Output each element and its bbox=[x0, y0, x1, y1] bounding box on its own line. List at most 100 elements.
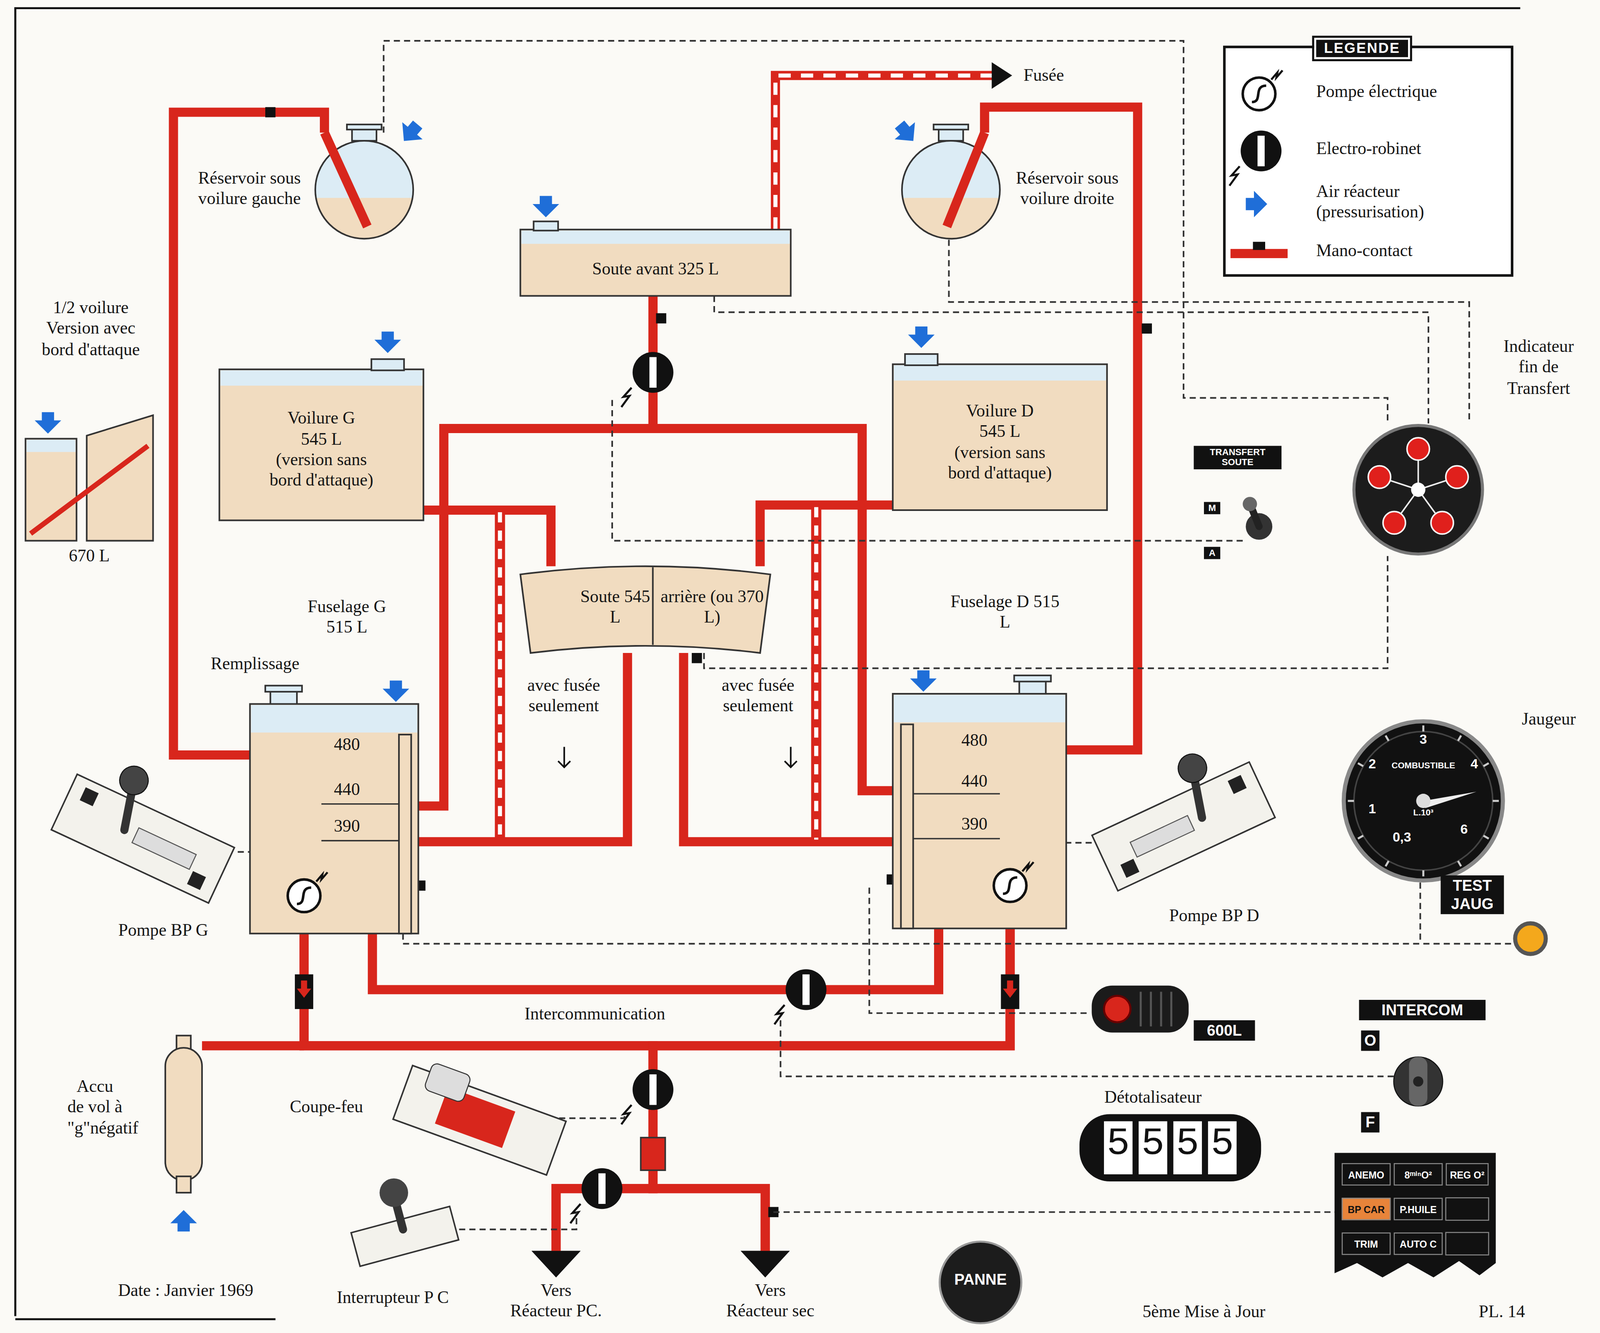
fuel-line bbox=[531, 928, 1010, 1278]
arrow-head bbox=[531, 1251, 581, 1278]
legend-box bbox=[1224, 47, 1513, 276]
wire-path bbox=[704, 555, 1389, 669]
schematic-part bbox=[774, 969, 827, 1025]
pressure-switches bbox=[265, 107, 1152, 1218]
outlet-box: Fusée bbox=[1011, 61, 1076, 90]
pipe-path bbox=[304, 933, 653, 1254]
fuselage-tank: Fuselage D 515 L480440390 bbox=[892, 693, 1067, 929]
fuel-line bbox=[652, 296, 893, 791]
node-text: 2 bbox=[1364, 755, 1381, 772]
schematic-part bbox=[1130, 815, 1195, 858]
label: BP CAR bbox=[1341, 1197, 1391, 1221]
label: Pompe BP D bbox=[1147, 906, 1281, 928]
label: AUTO C bbox=[1393, 1232, 1443, 1256]
node-text: L.10³ bbox=[1405, 807, 1442, 818]
schematic-part bbox=[448, 1212, 577, 1230]
label: M bbox=[1203, 501, 1221, 515]
node-text: 6 bbox=[1455, 821, 1473, 838]
label: F bbox=[1360, 1112, 1380, 1133]
schematic-part bbox=[1104, 995, 1131, 1023]
transfer-indicator-outline bbox=[1348, 423, 1488, 557]
test-lamp bbox=[1515, 923, 1546, 955]
label: P.HUILE bbox=[1393, 1197, 1443, 1221]
node-text: 390 bbox=[321, 816, 373, 838]
pump-switch bbox=[1078, 732, 1276, 891]
schematic-part bbox=[1242, 70, 1283, 111]
schematic-part bbox=[494, 512, 506, 840]
pipe-path bbox=[683, 652, 893, 842]
node-text: Voilure G 545 L bbox=[275, 408, 368, 451]
fuel-line bbox=[304, 933, 790, 1278]
schematic-part bbox=[811, 507, 822, 840]
frame bbox=[15, 8, 1521, 1320]
arrow-head bbox=[991, 62, 1012, 89]
tank-box: Soute avant 325 L bbox=[520, 229, 791, 296]
schematic-part bbox=[691, 652, 703, 664]
tank-box: Soute 545 Larrière (ou 370 L) bbox=[520, 566, 771, 653]
edge-label: Intercommunication bbox=[489, 1004, 701, 1025]
label: Interrupteur P C bbox=[311, 1287, 475, 1309]
electric-wires bbox=[237, 399, 1513, 1230]
fuselage-tank: Fuselage G 515 L480440390 bbox=[249, 704, 419, 934]
schematic-part bbox=[1413, 1076, 1424, 1087]
arrow-head bbox=[531, 1251, 581, 1278]
schematic-part bbox=[558, 746, 571, 768]
schematic-part bbox=[1140, 991, 1172, 1027]
schematic-part bbox=[51, 774, 235, 903]
warning-lamp bbox=[1091, 985, 1189, 1033]
schematic-part bbox=[403, 933, 1513, 945]
pipe-path bbox=[652, 928, 1011, 1255]
schematic-part bbox=[1227, 775, 1247, 795]
node-text: 440 bbox=[321, 779, 373, 801]
label: 5ème Mise à Jour bbox=[1112, 1301, 1296, 1323]
node-text: 1 bbox=[1364, 800, 1381, 817]
node-text: Vers Réacteur sec bbox=[724, 1280, 817, 1322]
schematic-part bbox=[1000, 974, 1020, 1010]
schematic-part bbox=[773, 1211, 1337, 1214]
schematic-part bbox=[784, 746, 797, 768]
tank-box-outline bbox=[520, 566, 771, 653]
label: Détotalisateur bbox=[1076, 1087, 1230, 1109]
schematic-part bbox=[1091, 762, 1276, 891]
schematic-part bbox=[780, 1020, 1394, 1077]
node-text: 670 L bbox=[56, 545, 123, 567]
schematic-part bbox=[1334, 1153, 1496, 1278]
legend-text: Pompe électrique bbox=[1316, 81, 1496, 103]
label: ANEMO bbox=[1341, 1163, 1391, 1186]
fuel-line bbox=[683, 652, 893, 842]
fuel-line bbox=[372, 928, 939, 990]
pipe-path bbox=[760, 505, 893, 567]
schematic-part bbox=[15, 8, 1521, 1317]
warning-panel bbox=[1334, 1153, 1496, 1278]
schematic-part bbox=[265, 107, 276, 118]
wing-tank: Voilure G 545 L(version sans bord d'atta… bbox=[219, 357, 424, 521]
legend-text: Electro-robinet bbox=[1316, 138, 1496, 160]
label: Pompe BP G bbox=[97, 920, 230, 942]
node-text: Jaugeur bbox=[1512, 709, 1585, 731]
node-text: Fuselage D 515 L bbox=[949, 591, 1062, 634]
pipe-path bbox=[418, 652, 628, 842]
schematic-part bbox=[1419, 882, 1421, 944]
label: TEST JAUG bbox=[1440, 875, 1504, 915]
transfer-indicator: Indicateur fin de Transfert bbox=[1348, 423, 1488, 557]
pipe-path bbox=[372, 928, 939, 990]
node-text: Accu de vol à "g"négatif bbox=[67, 1076, 123, 1139]
schematic-part bbox=[393, 1065, 566, 1176]
schematic-part bbox=[114, 788, 142, 830]
schematic-part bbox=[132, 827, 197, 870]
drop-tank: Réservoir sous voilure droite bbox=[897, 132, 1005, 240]
schematic-part bbox=[621, 351, 674, 407]
label: INTERCOM bbox=[1358, 999, 1486, 1021]
node-text: 4 bbox=[1466, 755, 1483, 772]
label: LEGENDE bbox=[1314, 37, 1411, 60]
rocket-only-pipe bbox=[500, 507, 817, 840]
pump-switch bbox=[51, 744, 249, 903]
schematic-part bbox=[1141, 323, 1153, 334]
schematic-part bbox=[1242, 496, 1257, 511]
schematic-part bbox=[423, 1062, 472, 1104]
schematic-part bbox=[1445, 1197, 1489, 1221]
label: TRIM bbox=[1341, 1232, 1391, 1256]
pipe-path bbox=[418, 296, 654, 807]
engine-outlet: Vers Réacteur sec bbox=[709, 1277, 832, 1325]
